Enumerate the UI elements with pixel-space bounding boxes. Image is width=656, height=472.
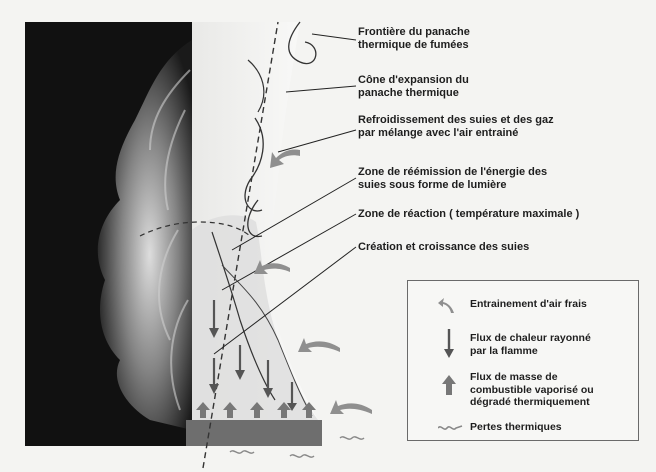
legend-item-fuel-flux: Flux de masse de combustible vaporisé ou… [470, 371, 594, 409]
legend: Entrainement d'air frais Flux de chaleur… [407, 280, 639, 441]
soot-creation-label: Création et croissance des suies [358, 241, 529, 254]
curved-air-arrow-icon [438, 295, 460, 315]
legend-item-radiant-heat: Flux de chaleur rayonné par la flamme [470, 332, 591, 357]
up-arrow-icon [438, 373, 460, 395]
legend-item-air-entrainment: Entrainement d'air frais [470, 298, 587, 311]
legend-item-thermal-loss: Pertes thermiques [470, 421, 562, 434]
down-arrow-icon [438, 329, 460, 359]
fuel-surface [186, 420, 322, 446]
reaction-zone-label: Zone de réaction ( température maximale … [358, 208, 579, 221]
plume-boundary-label: Frontière du panache thermique de fumées [358, 26, 470, 52]
plume-cone-label: Cône d'expansion du panache thermique [358, 74, 469, 100]
light-reemission-label: Zone de réémission de l'énergie des suie… [358, 166, 547, 192]
soot-cooling-label: Refroidissement des suies et des gaz par… [358, 114, 554, 140]
wavy-loss-arrow-icon [438, 422, 464, 432]
